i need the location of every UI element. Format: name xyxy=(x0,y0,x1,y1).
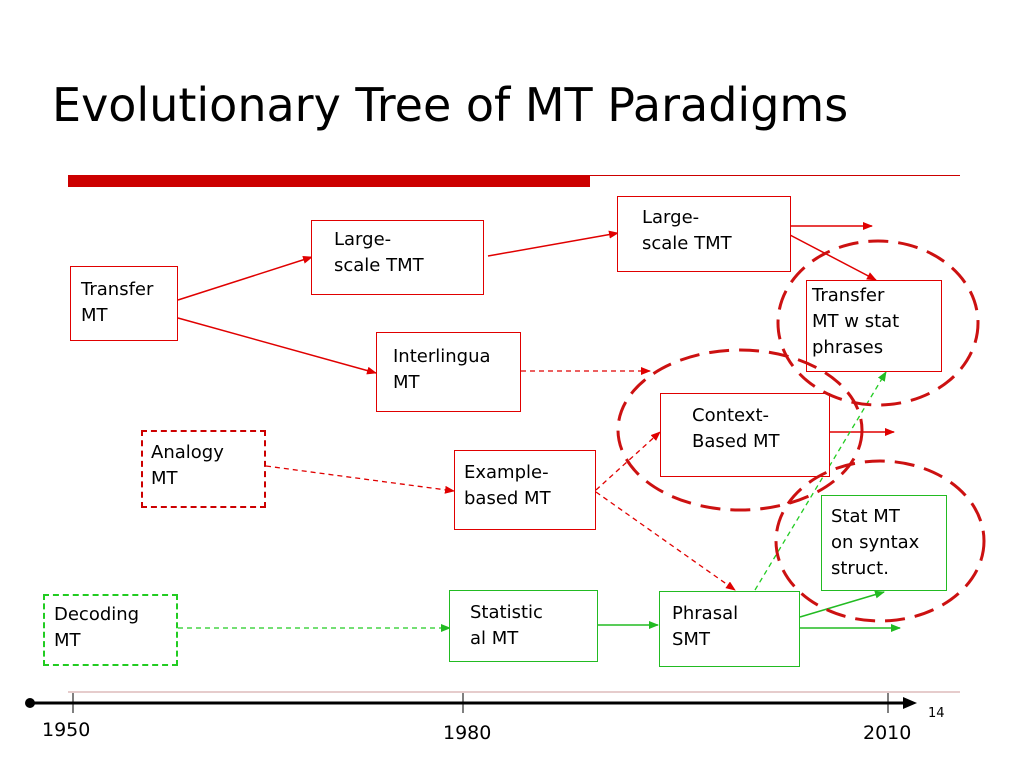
arrow-phrasal-to-transferstat xyxy=(754,371,887,591)
page-title: Evolutionary Tree of MT Paradigms xyxy=(52,78,849,132)
year-1950-label: 1950 xyxy=(42,719,91,741)
node-label: Statistic al MT xyxy=(470,602,543,649)
node-statistical-mt: Statistic al MT xyxy=(449,590,598,662)
node-analogy-mt: Analogy MT xyxy=(141,430,266,508)
highlight-circle-context xyxy=(616,348,864,512)
arrow-example-to-phrasal xyxy=(595,491,736,591)
node-phrasal-smt: Phrasal SMT xyxy=(659,591,800,667)
year-1980-label: 1980 xyxy=(443,722,492,744)
node-transfer-mt-stat-phrases: Transfer MT w stat phrases xyxy=(806,280,942,372)
node-stat-mt-syntax: Stat MT on syntax struct. xyxy=(821,495,947,591)
node-label: Phrasal SMT xyxy=(672,603,739,650)
node-large-scale-tmt-2: Large- scale TMT xyxy=(617,196,791,272)
node-label: Example- based MT xyxy=(464,462,551,509)
arrow-large1-to-large2 xyxy=(487,230,619,257)
node-context-based-mt: Context- Based MT xyxy=(660,393,830,477)
node-label: Transfer MT w stat phrases xyxy=(812,285,900,358)
node-interlingua-mt: Interlingua MT xyxy=(376,332,521,412)
node-large-scale-tmt-1: Large- scale TMT xyxy=(311,220,484,295)
arrow-analogy-to-example xyxy=(265,465,455,494)
node-label: Decoding MT xyxy=(54,604,140,651)
title-underline-bar xyxy=(68,175,590,187)
node-decoding-mt: Decoding MT xyxy=(43,594,178,666)
highlight-circle-transfer-stat xyxy=(776,239,980,407)
node-label: Context- Based MT xyxy=(692,405,780,452)
node-label: Analogy MT xyxy=(151,442,224,489)
node-label: Large- scale TMT xyxy=(642,207,732,254)
node-example-based-mt: Example- based MT xyxy=(454,450,596,530)
arrow-large2-to-transferstat xyxy=(789,234,877,281)
node-label: Large- scale TMT xyxy=(334,229,424,276)
node-label: Transfer MT xyxy=(81,279,154,326)
highlight-circle-stat-syntax xyxy=(774,459,986,623)
node-label: Stat MT on syntax struct. xyxy=(831,506,920,579)
node-transfer-mt: Transfer MT xyxy=(70,266,178,341)
arrow-transfer-to-large1 xyxy=(177,255,313,301)
year-2010-label: 2010 xyxy=(863,722,912,744)
title-underline-rule xyxy=(590,175,960,176)
arrow-transfer-to-interlingua xyxy=(177,317,377,375)
timeline-arrowhead xyxy=(903,697,917,709)
arrow-phrasal-to-statsyntax xyxy=(799,590,885,618)
node-label: Interlingua MT xyxy=(393,346,491,393)
page-number: 14 xyxy=(928,706,945,721)
